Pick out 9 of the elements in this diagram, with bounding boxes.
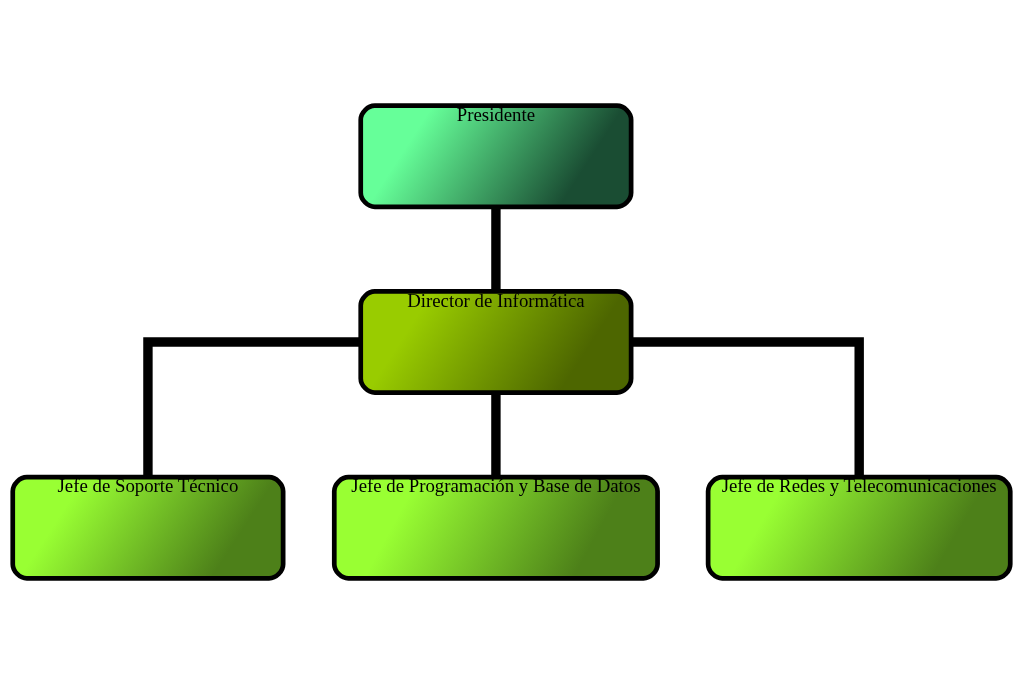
node-box: Presidente <box>358 103 634 210</box>
node-box: Jefe de Redes y Telecomunicaciones <box>705 474 1013 581</box>
node-box: Jefe de Soporte Técnico <box>10 474 286 581</box>
node-box: Jefe de Programación y Base de Datos <box>331 474 660 581</box>
node-box: Director de Informática <box>358 289 634 395</box>
connector <box>491 392 501 478</box>
connector <box>143 337 361 477</box>
connector <box>491 207 501 292</box>
connector <box>631 337 864 477</box>
